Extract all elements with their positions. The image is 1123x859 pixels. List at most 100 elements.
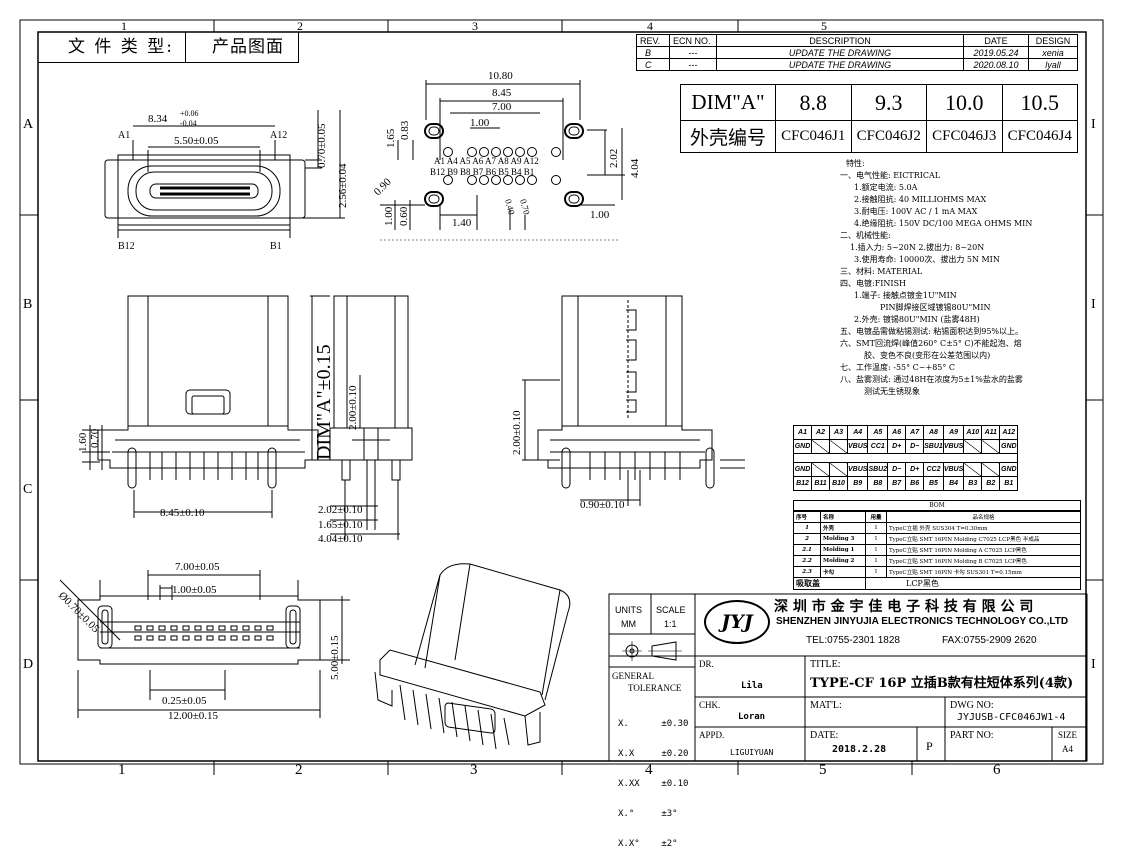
footprint-pad [479, 147, 489, 157]
shell-no-j3: CFC046J3 [926, 120, 1003, 153]
spec-line: PIN脚焊接区域镀锡80U"MIN [880, 303, 991, 312]
footprint-pad [503, 147, 513, 157]
footprint-pad [443, 175, 453, 185]
date-value: 2018.2.28 [832, 744, 887, 755]
pin-id-cell: B6 [905, 476, 925, 491]
pin-signal-cell: VBUS [942, 439, 965, 454]
dim-bot-070: Ø0.70±0.05 [56, 590, 102, 636]
pcb-footprint [380, 80, 625, 241]
dim-bot-1200: 12.00±0.15 [168, 710, 219, 722]
dim-right-090: 0.90±0.10 [580, 499, 625, 511]
shell-no-j1: CFC046J1 [775, 120, 852, 153]
appd-value: LIGUIYUAN [730, 748, 774, 757]
grid-right-3: I [1091, 657, 1096, 672]
dim-bot-025: 0.25±0.05 [162, 695, 207, 707]
grid-bottom-4: 4 [645, 762, 653, 778]
bottom-pad [146, 625, 154, 631]
front-view [82, 295, 319, 518]
shell-no-j2: CFC046J2 [850, 120, 927, 153]
pin-id-cell: A9 [942, 425, 965, 440]
dim-a-table: DIM"A" 8.8 9.3 10.0 10.5 外壳编号 CFC046J1 C… [680, 84, 1078, 153]
bottom-pad [230, 625, 238, 631]
pin-a1-label: A1 [118, 130, 130, 141]
dim-bot-500: 5.00±0.15 [329, 635, 341, 680]
footprint-pad [515, 175, 525, 185]
grid-bottom-3: 3 [470, 762, 478, 778]
footprint-pad [551, 175, 561, 185]
spec-line: 2.外壳: 镀锡80U"MIN (盐雾48H) [854, 315, 980, 324]
bottom-pad [266, 635, 274, 641]
grid-top-2: 2 [297, 20, 303, 30]
dim-700: 7.00 [492, 101, 512, 113]
dim-090: 0.90 [372, 176, 394, 198]
revision-table: REV. ECN NO. DESCRIPTION DATE DESIGN B -… [636, 34, 1078, 71]
units-label: UNITS [615, 605, 642, 615]
receptacle-top-view [104, 110, 345, 238]
bottom-pad [170, 625, 178, 631]
technical-drawing: 8.34 +0.06 -0.04 5.50±0.05 A1 A12 B12 B1… [56, 70, 745, 750]
general-label: GENERAL [612, 671, 654, 681]
footprint-pad [467, 147, 477, 157]
tolerance-label: TOLERANCE [628, 683, 682, 693]
dim-256: 2.56±0.04 [337, 163, 349, 208]
pad-bottom-labels: B12 B9 B8 B7 B6 B5 B4 B1 [430, 167, 534, 177]
dwg-value: JYJUSB-CFC046JW1-4 [957, 712, 1066, 723]
footprint-pad [515, 147, 525, 157]
dim-1080: 10.80 [488, 70, 513, 82]
logo-text: JYJ [721, 611, 753, 633]
grid-left-D: D [23, 657, 34, 672]
spec-line: 三、材料: MATERIAL [840, 267, 923, 276]
size-label: SIZE [1058, 730, 1077, 740]
bottom-pad [230, 635, 238, 641]
dim-bot-100: 1.00±0.05 [172, 584, 217, 596]
title-label: TITLE: [810, 659, 841, 670]
dim-front-845: 8.45±0.10 [160, 507, 205, 519]
date-c: 2020.08.10 [963, 58, 1029, 71]
matl-label: MAT'L: [810, 700, 842, 711]
dim-bot-700: 7.00±0.05 [175, 561, 220, 573]
footprint-pad [527, 175, 537, 185]
spec-line: 八、盐雾测试: 通过48H在浓度为5±1%盐水的盐雾 [840, 375, 1023, 384]
side-view [305, 295, 413, 540]
pin-b1-label: B1 [270, 241, 282, 252]
bottom-pad [242, 625, 250, 631]
spec-line: 2.接触阻抗: 40 MILLIOHMS MAX [854, 195, 987, 204]
grid-left-A: A [23, 117, 34, 132]
bottom-pad [194, 635, 202, 641]
scale-label: SCALE [656, 605, 686, 615]
footprint-pads [443, 147, 561, 185]
dim-a-j1: 8.8 [775, 84, 852, 121]
bottom-pad [146, 635, 154, 641]
dim-550: 5.50±0.05 [174, 135, 219, 147]
spec-line: 六、SMT回流焊(峰值260° C±5° C)不能起泡、熔 [840, 339, 1022, 348]
chk-label: CHK. [699, 700, 721, 710]
bottom-view [59, 570, 350, 718]
footprint-pad [443, 147, 453, 157]
bottom-pad [218, 635, 226, 641]
dim-040: 0.40 [503, 198, 517, 216]
dwg-label: DWG NO: [950, 700, 994, 711]
tol-line: X. ±0.30 [618, 719, 689, 729]
spec-line: 测试无生锈现象 [864, 387, 920, 396]
doc-type-box [38, 32, 299, 63]
tol-line: X.X° ±2° [618, 839, 678, 849]
pin-signal-cell [981, 439, 1001, 454]
dim-834-tol1: +0.06 [180, 109, 199, 118]
company-logo: JYJ [704, 600, 770, 644]
grid-top-4: 4 [647, 20, 653, 30]
spec-line: 五、电镀品需做粘锡测试: 粘锡面积达到95%以上。 [840, 327, 1024, 336]
bottom-pad [254, 635, 262, 641]
dim-070b: 0.70 [518, 198, 532, 216]
bottom-pad [170, 635, 178, 641]
specifications: 特性: 一、电气性能: EICTRICAL 1.额定电流: 5.0A 2.接触阻… [840, 158, 1032, 398]
dim-100: 1.00 [470, 117, 490, 129]
company-en: SHENZHEN JINYUJIA ELECTRONICS TECHNOLOGY… [776, 616, 1069, 627]
title-value: TYPE-CF 16P 立插B款有柱短体系列(4款) [810, 676, 1074, 691]
scale-value: 1:1 [664, 619, 677, 629]
footprint-pad [551, 147, 561, 157]
dim-100c: 1.00 [590, 209, 610, 221]
tol-line: X.X ±0.20 [618, 749, 689, 759]
footprint-pad [527, 147, 537, 157]
